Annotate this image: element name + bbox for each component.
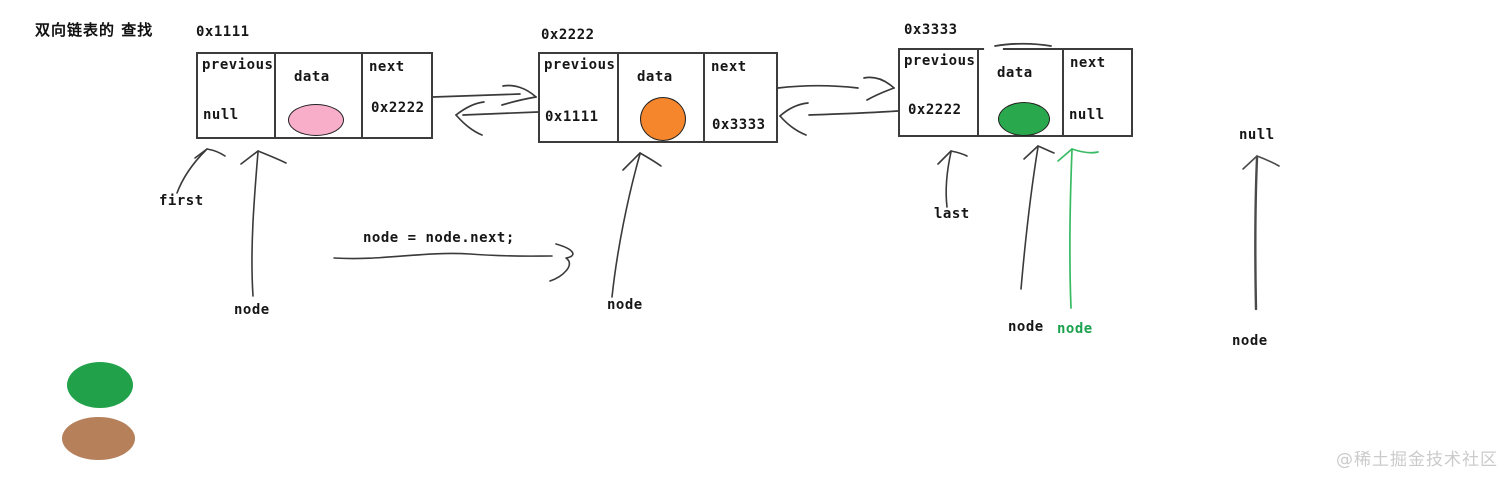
next-link-arrow-2-3 — [777, 76, 895, 101]
node-pointer-label-3: node — [1008, 319, 1044, 335]
node2-next-label: next — [711, 59, 747, 75]
last-pointer-label: last — [934, 206, 970, 222]
prev-link-arrow-3-2 — [779, 102, 899, 136]
node1-box: previous null data next 0x2222 — [196, 52, 433, 139]
node2-next-value: 0x3333 — [712, 117, 766, 133]
first-arrow — [176, 148, 226, 194]
node2-address: 0x2222 — [541, 27, 595, 43]
node-pointer-label-1: node — [234, 302, 270, 318]
node1-next-cell: next 0x2222 — [361, 54, 431, 137]
node1-data-cell: data — [274, 54, 361, 137]
last-arrow — [937, 150, 968, 208]
first-pointer-label: first — [159, 193, 204, 209]
brown-ellipse — [62, 417, 135, 460]
node2-data-circle — [640, 97, 686, 141]
code-arrow — [333, 243, 574, 282]
watermark: @稀土掘金技术社区 — [1336, 450, 1498, 470]
node3-green-pointer-arrow — [1057, 148, 1099, 309]
node1-previous-value: null — [203, 107, 239, 123]
node1-next-label: next — [369, 59, 405, 75]
green-ellipse — [67, 362, 133, 408]
node1-pointer-arrow — [240, 150, 287, 297]
node2-previous-label: previous — [544, 57, 616, 73]
prev-link-arrow-2-1 — [455, 101, 539, 136]
node3-previous-label: previous — [904, 53, 976, 69]
node-pointer-label-4: node — [1232, 333, 1268, 349]
node2-pointer-arrow — [611, 152, 662, 298]
node3-data-cell: data — [977, 50, 1062, 136]
node2-box: previous 0x1111 data next 0x3333 — [538, 52, 778, 143]
node3-next-cell: next null — [1062, 50, 1131, 135]
node3-previous-cell: previous 0x2222 — [900, 50, 977, 135]
node1-address: 0x1111 — [196, 24, 250, 40]
node2-data-label: data — [637, 69, 673, 85]
node-pointer-label-green: node — [1057, 321, 1093, 337]
node3-data-label: data — [997, 65, 1033, 81]
node2-data-cell: data — [617, 54, 703, 141]
node1-data-ellipse — [288, 104, 344, 136]
node3-pointer-arrow — [1020, 145, 1055, 290]
node2-previous-cell: previous 0x1111 — [540, 54, 617, 141]
next-link-arrow-1-2 — [432, 84, 537, 106]
node1-previous-label: previous — [202, 57, 274, 73]
node2-previous-value: 0x1111 — [545, 109, 599, 125]
node3-box: previous 0x2222 data next null — [898, 48, 1133, 137]
node2-next-cell: next 0x3333 — [703, 54, 776, 141]
node3-next-label: next — [1070, 55, 1106, 71]
null-pointer-arrow — [1242, 155, 1280, 311]
node1-data-label: data — [294, 69, 330, 85]
code-statement: node = node.next; — [363, 230, 515, 246]
node3-next-value: null — [1069, 107, 1105, 123]
page-title: 双向链表的 查找 — [35, 21, 154, 39]
node3-address: 0x3333 — [904, 22, 958, 38]
node-pointer-label-2: node — [607, 297, 643, 313]
node3-data-ellipse — [998, 102, 1050, 136]
null-pointer-label: null — [1239, 127, 1275, 143]
node1-next-value: 0x2222 — [371, 100, 425, 116]
node3-previous-value: 0x2222 — [908, 102, 962, 118]
node1-previous-cell: previous null — [198, 54, 274, 137]
